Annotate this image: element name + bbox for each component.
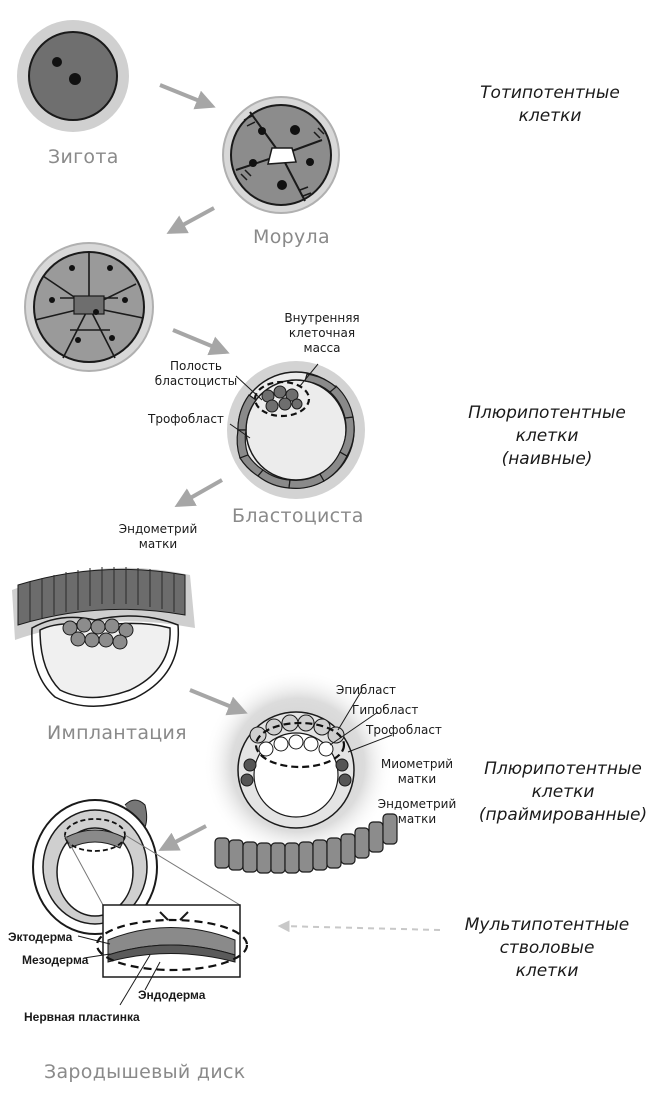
label-blastocoel: Полость бластоцисты [148,359,244,389]
label-endometrium-implantation: Эндометрий матки [118,522,198,552]
potency-pluripotent-naive: Плюрипотентные клетки (наивные) [462,402,632,471]
label-icm-line: Внутренняя [282,311,362,326]
label-endometrium-line: Эндометрий [118,522,198,537]
label-mesoderm: Мезодерма [22,953,88,967]
potency-primed-line: клетки [478,781,648,804]
potency-multipotent-line: Мультипотентные [462,914,632,937]
label-inner-cell-mass: Внутренняя клеточная масса [282,311,362,356]
potency-naive-line: Плюрипотентные [462,402,632,425]
blastocyst-illustration [227,361,365,499]
primed-embryo-illustration [203,670,397,873]
arrow-zygote-to-morula [160,85,212,106]
label-hypoblast: Гипобласт [352,703,418,718]
label-blastocoel-line: бластоцисты [148,374,244,389]
potency-primed-line: (праймированные) [478,804,648,827]
label-myometrium-line: Миометрий [372,757,462,772]
morula-illustration [223,97,339,213]
potency-naive-line: клетки [462,425,632,448]
arrow-morula-to-compact [170,208,214,232]
stage-blastocyst: Бластоциста [232,505,364,527]
stage-zygote: Зигота [48,146,119,168]
stage-embryonic-disc: Зародышевый диск [44,1061,246,1083]
potency-primed-line: Плюрипотентные [478,758,648,781]
potency-pluripotent-primed: Плюрипотентные клетки (праймированные) [478,758,648,827]
potency-totipotent-line: клетки [470,105,630,128]
label-neural-plate: Нервная пластинка [24,1010,140,1024]
label-endoderm: Эндодерма [138,988,205,1002]
label-trophoblast-primed: Трофобласт [366,723,442,738]
implantation-illustration [12,567,195,706]
label-epiblast: Эпибласт [336,683,396,698]
arrow-primed-to-disc [162,826,206,849]
label-myometrium-line: матки [372,772,462,787]
zygote-illustration [17,20,129,132]
potency-multipotent: Мультипотентные стволовые клетки [462,914,632,983]
label-endometrium-line: матки [118,537,198,552]
embryonic-disc-illustration [33,800,247,1005]
stage-morula: Морула [253,226,330,248]
potency-multipotent-line: стволовые [462,937,632,960]
label-ectoderm: Эктодерма [8,930,72,944]
label-trophoblast-blastocyst: Трофобласт [148,412,224,427]
stage-implantation: Имплантация [47,722,187,744]
arrow-compact-to-blastocyst [173,330,226,352]
compact-morula-illustration [25,243,153,371]
potency-multipotent-line: клетки [462,960,632,983]
label-myometrium: Миометрий матки [372,757,462,787]
arrow-multipotent-dashed [280,926,440,930]
label-endometrium-line: Эндометрий [372,797,462,812]
label-icm-line: масса [282,341,362,356]
potency-totipotent-line: Тотипотентные [470,82,630,105]
potency-naive-line: (наивные) [462,448,632,471]
label-blastocoel-line: Полость [148,359,244,374]
label-endometrium-primed: Эндометрий матки [372,797,462,827]
arrow-blastocyst-to-implantation [178,480,222,505]
potency-totipotent: Тотипотентные клетки [470,82,630,128]
label-icm-line: клеточная [282,326,362,341]
label-endometrium-line: матки [372,812,462,827]
